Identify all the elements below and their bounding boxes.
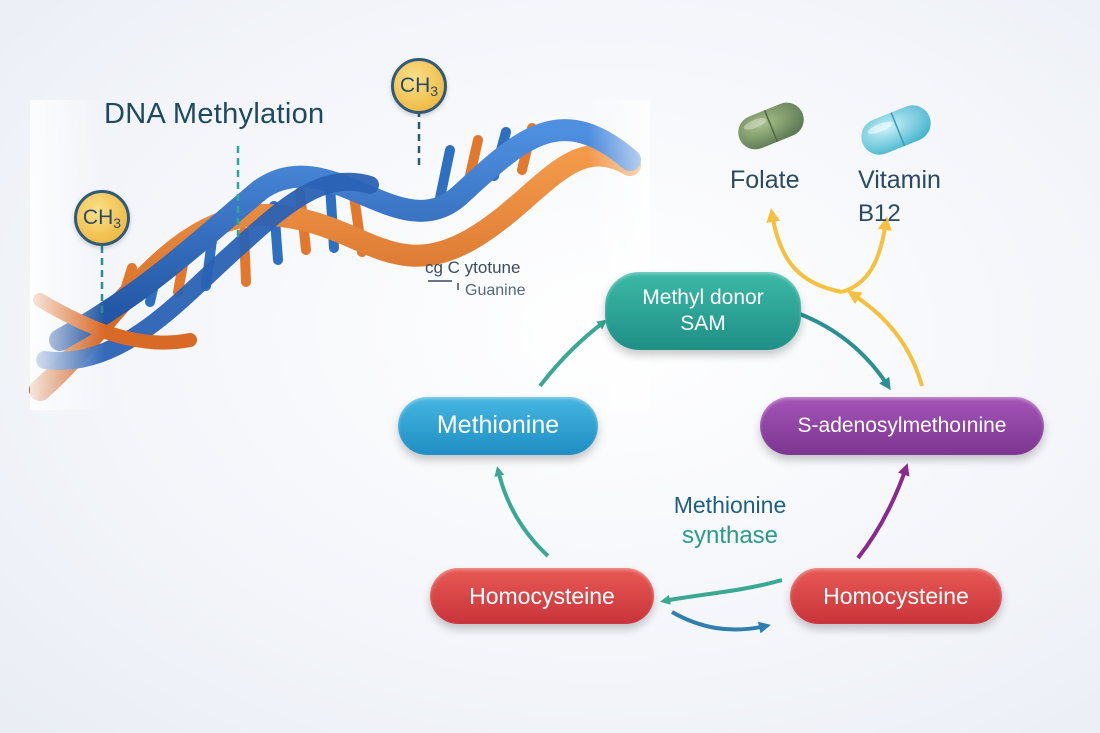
- node-homocysteine-left: Homocysteine: [430, 568, 654, 624]
- folate-label: Folate: [730, 166, 800, 194]
- ch3-base-text: CH: [399, 74, 431, 97]
- dna-legend-guanine: Guanine: [465, 282, 526, 299]
- ch3-subscript: 3: [113, 215, 122, 231]
- arrow-methionine-to-sam: [538, 319, 608, 388]
- arrow-sadenosyl-to-cofactors: [846, 290, 924, 387]
- dna-legend-cytosine: cg C ytotune: [425, 258, 521, 277]
- dna-helix-illustration: [29, 100, 650, 410]
- node-sam-line2: SAM: [680, 312, 726, 335]
- vitamin-label-line2: B12: [858, 200, 901, 227]
- vitamin-label-line1: Vitamin: [858, 166, 941, 194]
- arrow-homocysteine-to-sadenosyl: [856, 463, 910, 560]
- dna-methylation-title: DNA Methylation: [104, 98, 325, 130]
- arrow-exchange-top: [660, 578, 783, 605]
- ch3-subscript: 3: [430, 83, 439, 99]
- enzyme-label-line1: Methionine: [673, 492, 787, 518]
- enzyme-label-line2: synthase: [681, 522, 779, 549]
- node-sam-line1: Methyl donor: [642, 285, 764, 309]
- arrow-to-folate: [766, 208, 843, 294]
- vitamin-b12-capsule-icon: [861, 105, 931, 155]
- ch3-base-text: CH: [82, 206, 114, 229]
- node-methyl-donor-sam: Methyl donor SAM: [605, 272, 801, 350]
- node-homocysteine-right: Homocysteine: [790, 568, 1002, 624]
- arrow-exchange-bottom: [671, 610, 771, 634]
- arrow-to-vitamin-b12: [841, 216, 892, 294]
- legend-bracket: [428, 280, 459, 290]
- arrow-sam-to-sadenosyl: [799, 312, 891, 391]
- node-s-adenosylmethionine: S-adenosylmethoınine: [760, 397, 1044, 455]
- arrow-homocysteine-to-methionine: [494, 466, 550, 558]
- node-methionine: Methionine: [398, 397, 598, 455]
- folate-capsule-icon: [738, 102, 804, 150]
